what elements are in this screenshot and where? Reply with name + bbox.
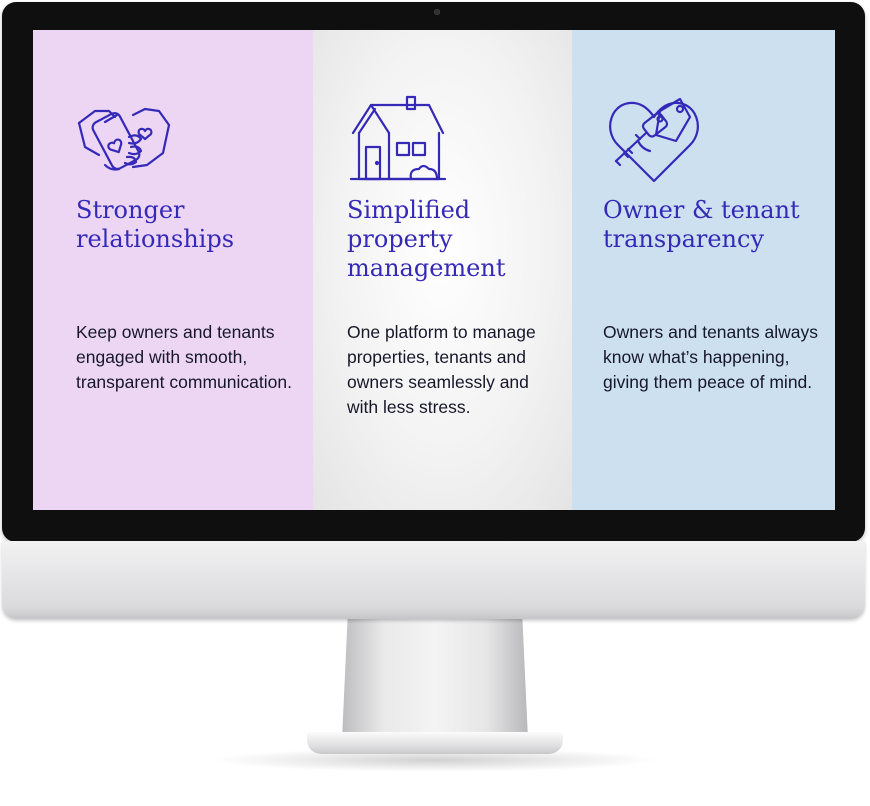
monitor-screen: Stronger relationships Keep owners and t… xyxy=(33,30,835,510)
monitor-chin xyxy=(2,541,865,619)
camera-icon xyxy=(434,9,440,15)
feature-description: One platform to manage properties, tenan… xyxy=(347,322,536,417)
monitor-stand-neck xyxy=(342,619,528,739)
monitor-stand-base xyxy=(307,732,563,754)
feature-title: Simplified property management xyxy=(347,196,506,282)
feature-card-transparency: Owner & tenant transparency Owners and t… xyxy=(572,30,835,510)
feature-description: Keep owners and tenants engaged with smo… xyxy=(76,322,292,392)
feature-description: Owners and tenants always know what’s ha… xyxy=(603,322,818,392)
feature-card-property-management: Simplified property management One platf… xyxy=(313,30,572,510)
handshake-phone-heart-icon xyxy=(77,107,171,171)
feature-title: Stronger relationships xyxy=(76,196,235,253)
heart-key-tag-icon xyxy=(609,97,699,183)
house-icon xyxy=(349,95,447,181)
feature-title: Owner & tenant transparency xyxy=(603,196,800,253)
feature-card-relationships: Stronger relationships Keep owners and t… xyxy=(33,30,313,510)
